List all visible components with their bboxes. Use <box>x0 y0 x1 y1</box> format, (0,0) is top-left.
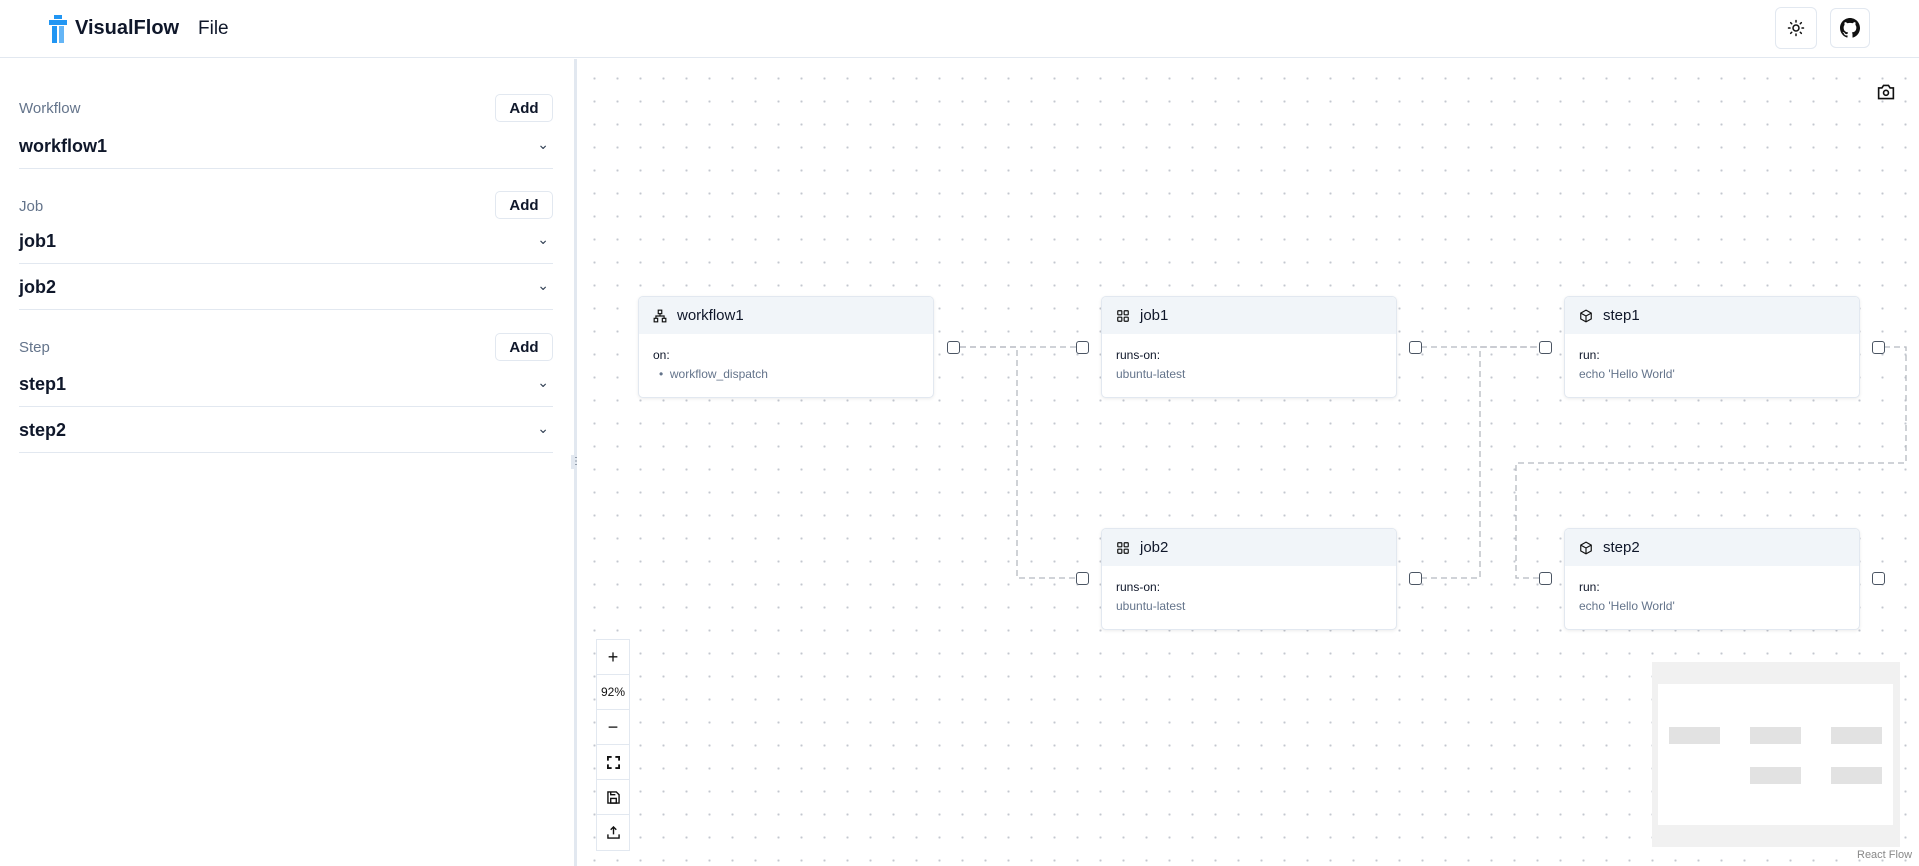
sidebar-item-workflow1[interactable]: workflow1 ⌄ <box>19 124 553 169</box>
edge-step1-step2 <box>1515 346 1907 579</box>
section-label-workflow: Workflow <box>19 100 81 117</box>
item-label: job1 <box>19 231 57 251</box>
screenshot-button[interactable] <box>1876 83 1896 101</box>
grid-icon <box>1117 309 1129 322</box>
zoom-out-button[interactable]: − <box>597 710 629 745</box>
chevron-down-icon: ⌄ <box>537 136 549 152</box>
plus-icon: + <box>607 646 619 667</box>
sidebar-item-step2[interactable]: step2 ⌄ <box>19 408 553 453</box>
fit-view-button[interactable] <box>597 745 629 780</box>
node-value: workflow_dispatch <box>669 367 768 381</box>
job2-target-handle[interactable] <box>1076 572 1089 585</box>
fit-view-icon <box>606 755 620 769</box>
zoom-in-button[interactable]: + <box>597 640 629 675</box>
grid-icon <box>1117 541 1129 554</box>
add-step-button[interactable]: Add <box>495 333 553 361</box>
upload-icon <box>606 826 620 839</box>
node-key: runs-on: <box>1116 348 1161 362</box>
file-menu[interactable]: File <box>198 18 229 39</box>
camera-icon <box>1877 84 1895 100</box>
save-button[interactable] <box>597 780 629 815</box>
sidebar-item-job1[interactable]: job1 ⌄ <box>19 219 553 264</box>
minimap[interactable] <box>1652 662 1900 847</box>
add-workflow-button[interactable]: Add <box>495 94 553 122</box>
react-flow-attribution[interactable]: React Flow <box>1857 849 1913 861</box>
node-value: ubuntu-latest <box>1116 367 1186 381</box>
node-key: run: <box>1579 348 1600 362</box>
node-job1[interactable]: job1 runs-on: ubuntu-latest <box>1101 296 1397 398</box>
theme-toggle-button[interactable] <box>1775 7 1817 49</box>
item-label: step2 <box>19 420 67 440</box>
cube-icon <box>1580 540 1592 555</box>
node-key: on: <box>653 348 670 362</box>
node-job2[interactable]: job2 runs-on: ubuntu-latest <box>1101 528 1397 630</box>
job1-source-handle[interactable] <box>1409 341 1422 354</box>
chevron-down-icon: ⌄ <box>537 231 549 247</box>
chevron-down-icon: ⌄ <box>537 420 549 436</box>
sitemap-icon <box>653 309 667 322</box>
section-label-step: Step <box>19 339 50 356</box>
node-workflow1[interactable]: workflow1 on:• workflow_dispatch <box>638 296 934 398</box>
node-title: job1 <box>1140 307 1169 324</box>
step1-target-handle[interactable] <box>1539 341 1552 354</box>
edge-workflow1-job2 <box>960 346 1076 579</box>
save-icon <box>606 790 620 804</box>
sidebar: Workflow Add workflow1 ⌄ Job Add job1 ⌄ jo… <box>0 59 574 866</box>
node-title: step2 <box>1603 539 1640 556</box>
node-title: workflow1 <box>677 307 744 324</box>
job1-target-handle[interactable] <box>1076 341 1089 354</box>
node-value: echo 'Hello World' <box>1579 599 1675 613</box>
node-value: echo 'Hello World' <box>1579 367 1675 381</box>
minimap-viewport <box>1658 684 1893 825</box>
step1-source-handle[interactable] <box>1872 341 1885 354</box>
edge-job2-step1 <box>1421 346 1539 579</box>
minimap-node <box>1750 727 1801 744</box>
cube-icon <box>1580 308 1592 323</box>
section-label-job: Job <box>19 198 44 215</box>
node-key: run: <box>1579 580 1600 594</box>
app-header: VisualFlow File <box>0 0 1919 58</box>
chevron-down-icon: ⌄ <box>537 277 549 293</box>
minimap-node <box>1750 767 1801 784</box>
github-icon <box>1840 18 1860 38</box>
node-key: runs-on: <box>1116 580 1161 594</box>
add-job-button[interactable]: Add <box>495 191 553 219</box>
sidebar-item-job2[interactable]: job2 ⌄ <box>19 265 553 310</box>
node-title: step1 <box>1603 307 1640 324</box>
item-label: step1 <box>19 374 67 394</box>
zoom-level: 92% <box>597 675 629 710</box>
step2-target-handle[interactable] <box>1539 572 1552 585</box>
job2-source-handle[interactable] <box>1409 572 1422 585</box>
minimap-node <box>1831 767 1882 784</box>
minus-icon: − <box>607 716 619 737</box>
workflow1-source-handle[interactable] <box>947 341 960 354</box>
chevron-down-icon: ⌄ <box>537 374 549 390</box>
sun-icon <box>1787 19 1805 37</box>
sidebar-item-step1[interactable]: step1 ⌄ <box>19 362 553 407</box>
github-button[interactable] <box>1830 8 1870 48</box>
flow-canvas[interactable] <box>577 59 1919 866</box>
minimap-node <box>1831 727 1882 744</box>
node-step2[interactable]: step2 run: echo 'Hello World' <box>1564 528 1860 630</box>
item-label: job2 <box>19 277 57 297</box>
visualflow-logo <box>49 15 67 43</box>
export-button[interactable] <box>597 815 629 850</box>
node-step1[interactable]: step1 run: echo 'Hello World' <box>1564 296 1860 398</box>
item-label: workflow1 <box>19 136 108 156</box>
step2-source-handle[interactable] <box>1872 572 1885 585</box>
node-value: ubuntu-latest <box>1116 599 1186 613</box>
brand-name: VisualFlow <box>75 17 180 39</box>
node-title: job2 <box>1140 539 1169 556</box>
minimap-node <box>1669 727 1720 744</box>
zoom-controls: + 92% − <box>596 639 630 851</box>
